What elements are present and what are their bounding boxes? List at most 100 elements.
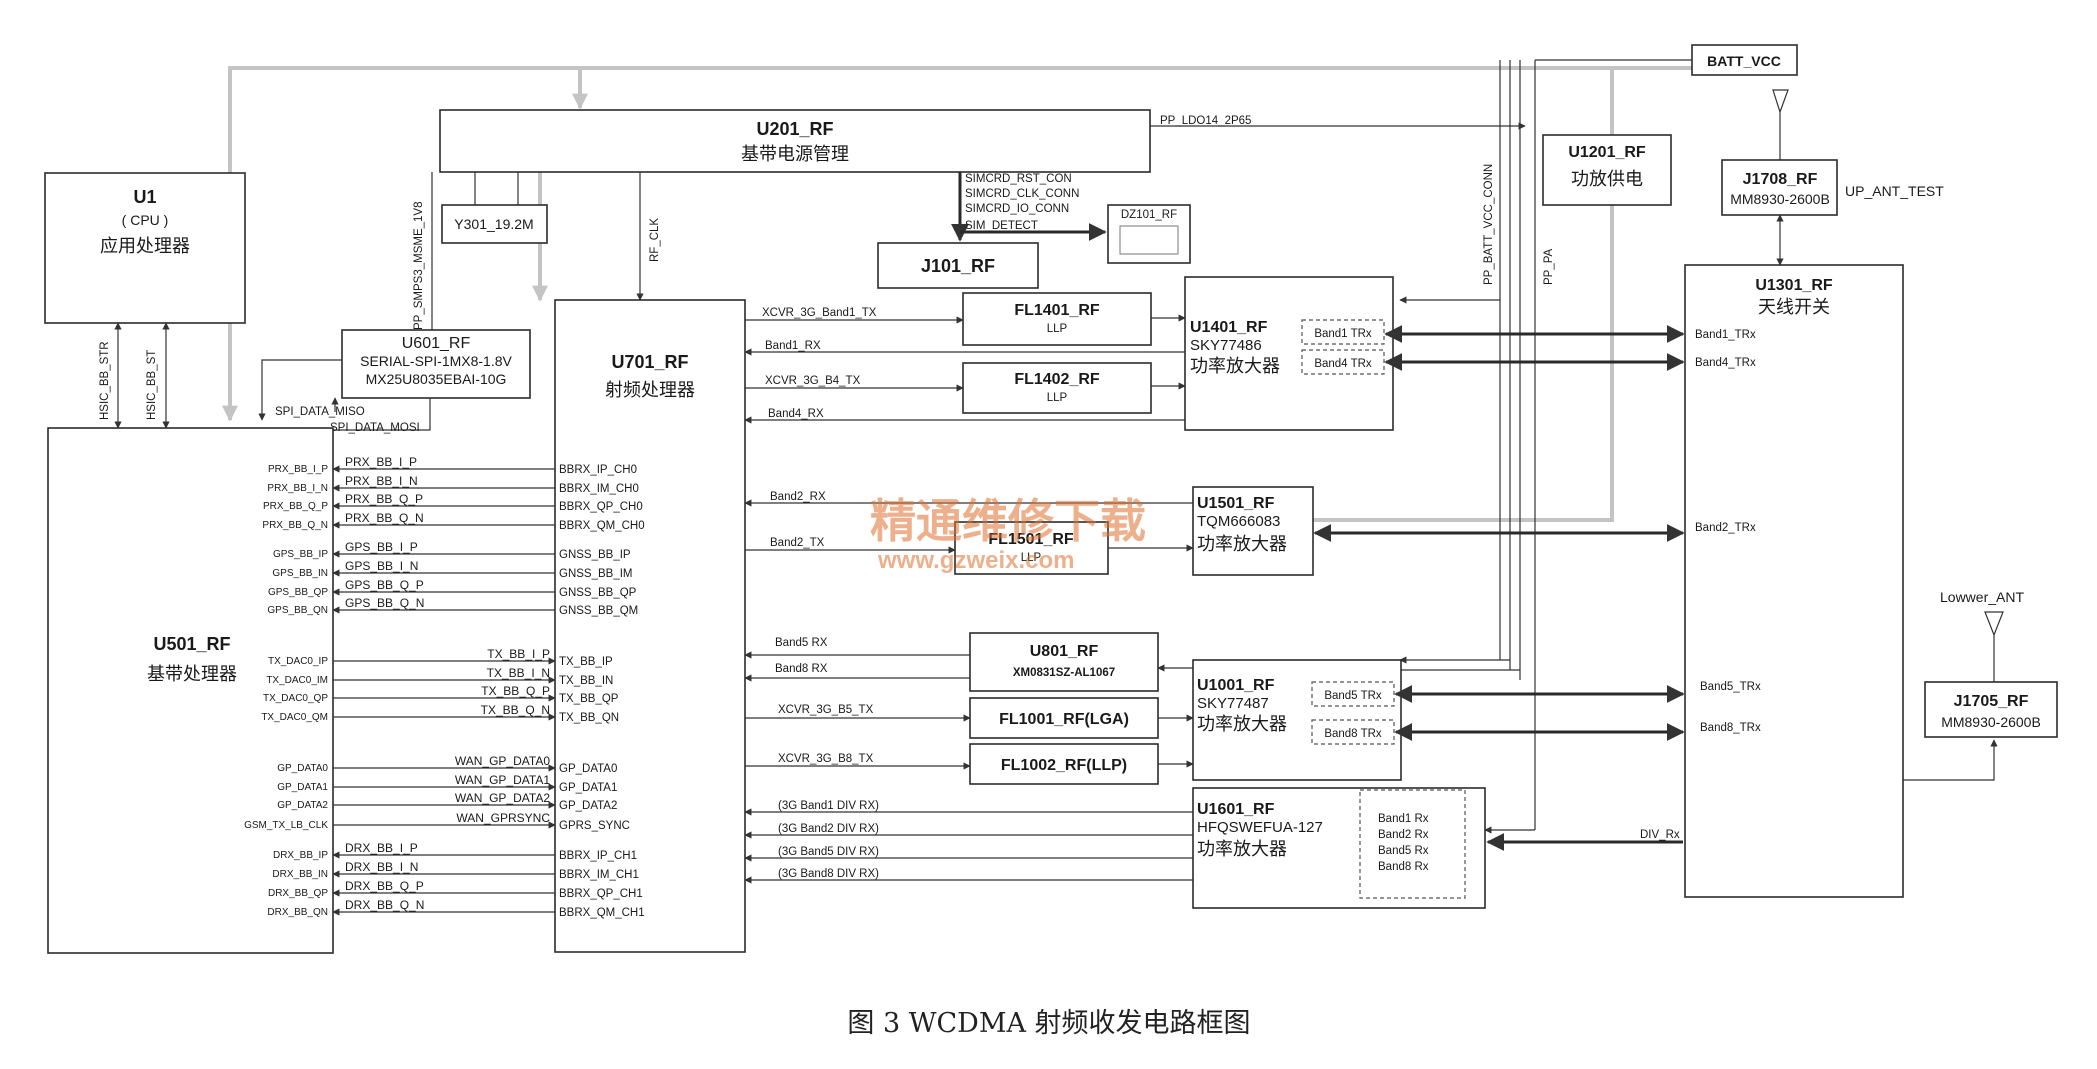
bb-pin-label: DRX_BB_IN <box>272 869 328 880</box>
div-rx-label: DIV_Rx <box>1640 829 1680 841</box>
rf-pin-label: GPRS_SYNC <box>559 820 630 832</box>
rf-pin-label: BBRX_QP_CH1 <box>559 888 643 900</box>
y301-id: Y301_19.2M <box>454 216 533 232</box>
bb-signal-label: WAN_GPRSYNC <box>456 811 550 825</box>
u1-id: U1 <box>133 187 156 207</box>
pp-ldo14-label: PP_LDO14_2P65 <box>1160 115 1251 127</box>
rf-pin-label: GNSS_BB_QP <box>559 587 637 599</box>
u601-line2: MX25U8035EBAI-10G <box>366 371 507 387</box>
rf-pin-label: BBRX_IP_CH0 <box>559 464 637 476</box>
xcvr-b4-tx-label: XCVR_3G_B4_TX <box>765 375 861 387</box>
j1705-part: MM8930-2600B <box>1941 714 2041 730</box>
port-band4-trx: Band4_TRx <box>1695 357 1756 369</box>
u801-block <box>969 632 1159 692</box>
band4-trx-label: Band4 TRx <box>1314 358 1372 370</box>
j1705-block <box>1924 681 2058 738</box>
u201-id: U201_RF <box>756 119 833 139</box>
bb-signal-label: PRX_BB_Q_N <box>345 511 424 525</box>
band5-rx-sig-label: Band5 RX <box>775 637 828 649</box>
lower-antenna-icon <box>1984 611 2004 682</box>
u601-block <box>341 329 531 399</box>
bb-pin-label: TX_DAC0_QP <box>263 693 328 704</box>
u1601-part: HFQSWEFUA-127 <box>1197 819 1323 836</box>
div-b8-label: (3G Band8 DIV RX) <box>778 868 879 880</box>
xcvr-b8-tx-label: XCVR_3G_B8_TX <box>778 753 874 765</box>
bb-pin-label: PRX_BB_Q_P <box>263 501 328 512</box>
u1601-desc: 功率放大器 <box>1197 839 1287 859</box>
dz101-block <box>1107 204 1191 264</box>
fl1501-block <box>954 521 1109 575</box>
u1001-id: U1001_RF <box>1197 677 1275 694</box>
j1708-id: J1708_RF <box>1743 171 1818 188</box>
band1-trx-label: Band1 TRx <box>1314 328 1372 340</box>
u1-block <box>44 172 246 324</box>
dz101-id: DZ101_RF <box>1121 209 1177 221</box>
fl1402-id: FL1402_RF <box>1014 371 1100 388</box>
fl1401-sub: LLP <box>1047 323 1068 335</box>
u1601-rx-box <box>1359 789 1466 899</box>
rf-pin-label: BBRX_QP_CH0 <box>559 501 643 513</box>
rf-pin-label: TX_BB_IP <box>559 656 613 668</box>
div-b2-label: (3G Band2 DIV RX) <box>778 823 879 835</box>
u501-desc: 基带处理器 <box>147 664 237 684</box>
bb-pin-label: TX_DAC0_IP <box>268 656 328 667</box>
port-band5-trx: Band5_TRx <box>1700 681 1761 693</box>
j101-block <box>877 242 1039 289</box>
u1501-desc: 功率放大器 <box>1197 534 1287 554</box>
bb-pin-label: GPS_BB_QP <box>268 587 328 598</box>
bb-signal-label: DRX_BB_I_N <box>345 860 418 874</box>
j1705-id: J1705_RF <box>1954 693 2029 710</box>
bb-signal-label: TX_BB_I_N <box>487 666 550 680</box>
bb-signal-label: GPS_BB_Q_P <box>345 578 424 592</box>
bb-signal-label: WAN_GP_DATA2 <box>455 791 550 805</box>
fl1501-sub: LLP <box>1021 552 1042 564</box>
u1301-id: U1301_RF <box>1755 277 1833 294</box>
port-band1-trx: Band1_TRx <box>1695 329 1756 341</box>
bb-pin-label: DRX_BB_IP <box>273 850 328 861</box>
rf-pin-label: GNSS_BB_IM <box>559 568 633 580</box>
figure-caption: 图 3 WCDMA 射频收发电路框图 <box>847 1008 1250 1039</box>
bb-pin-label: TX_DAC0_QM <box>261 712 328 723</box>
bb-signal-label: GPS_BB_Q_N <box>345 596 424 610</box>
band2-rx-sig-label: Band2_RX <box>770 491 826 503</box>
u501-id: U501_RF <box>153 634 230 654</box>
band4-trx-box <box>1301 349 1385 375</box>
pp-pa-label: PP_PA <box>1543 248 1555 285</box>
rf-pin-label: BBRX_IP_CH1 <box>559 850 637 862</box>
sim-rst-label: SIMCRD_RST_CON <box>965 173 1072 185</box>
band4-rx-sig-label: Band4_RX <box>768 408 824 420</box>
xcvr-b5-tx-label: XCVR_3G_B5_TX <box>778 704 874 716</box>
pp-batt-vcc-conn-label: PP_BATT_VCC_CONN <box>1483 164 1495 285</box>
bb-pin-label: PRX_BB_I_P <box>268 464 328 475</box>
div-b1-label: (3G Band1 DIV RX) <box>778 800 879 812</box>
rf-pin-label: GP_DATA0 <box>559 763 617 775</box>
band8-rx-label: Band8 Rx <box>1378 861 1429 873</box>
sim-clk-label: SIMCRD_CLK_CONN <box>965 188 1079 200</box>
band5-rx-label: Band5 Rx <box>1378 845 1429 857</box>
bb-pin-label: PRX_BB_Q_N <box>262 520 328 531</box>
bb-pin-label: GSM_TX_LB_CLK <box>244 820 328 831</box>
j1708-part: MM8930-2600B <box>1730 191 1830 207</box>
bb-signal-label: DRX_BB_Q_P <box>345 879 424 893</box>
rf-pin-label: TX_BB_QP <box>559 693 619 705</box>
bb-signal-label: WAN_GP_DATA0 <box>455 754 550 768</box>
bb-pin-label: DRX_BB_QN <box>267 907 328 918</box>
bb-signal-label: PRX_BB_I_N <box>345 474 418 488</box>
sim-io-label: SIMCRD_IO_CONN <box>965 203 1069 215</box>
bb-signal-label: GPS_BB_I_N <box>345 559 418 573</box>
hsic-strb-label: HSIC_BB_STR <box>99 341 111 420</box>
dz101-symbol <box>1119 225 1179 255</box>
fl1002-id: FL1002_RF(LLP) <box>1001 757 1127 774</box>
bb-pin-label: GPS_BB_IP <box>273 549 328 560</box>
u1501-part: TQM666083 <box>1197 513 1280 530</box>
fl1001-id: FL1001_RF(LGA) <box>999 711 1129 728</box>
u1-desc: 应用处理器 <box>100 236 190 256</box>
up-ant-test-label: UP_ANT_TEST <box>1845 183 1944 199</box>
fl1401-id: FL1401_RF <box>1014 302 1100 319</box>
rf-pin-label: GNSS_BB_QM <box>559 605 638 617</box>
spi-mosi-label: SPI_DATA_MOSI <box>330 422 420 434</box>
sim-detect-label: SIM_DETECT <box>965 220 1038 232</box>
bb-signal-label: TX_BB_I_P <box>487 647 550 661</box>
fl1402-sub: LLP <box>1047 392 1068 404</box>
bb-signal-label: WAN_GP_DATA1 <box>455 773 550 787</box>
